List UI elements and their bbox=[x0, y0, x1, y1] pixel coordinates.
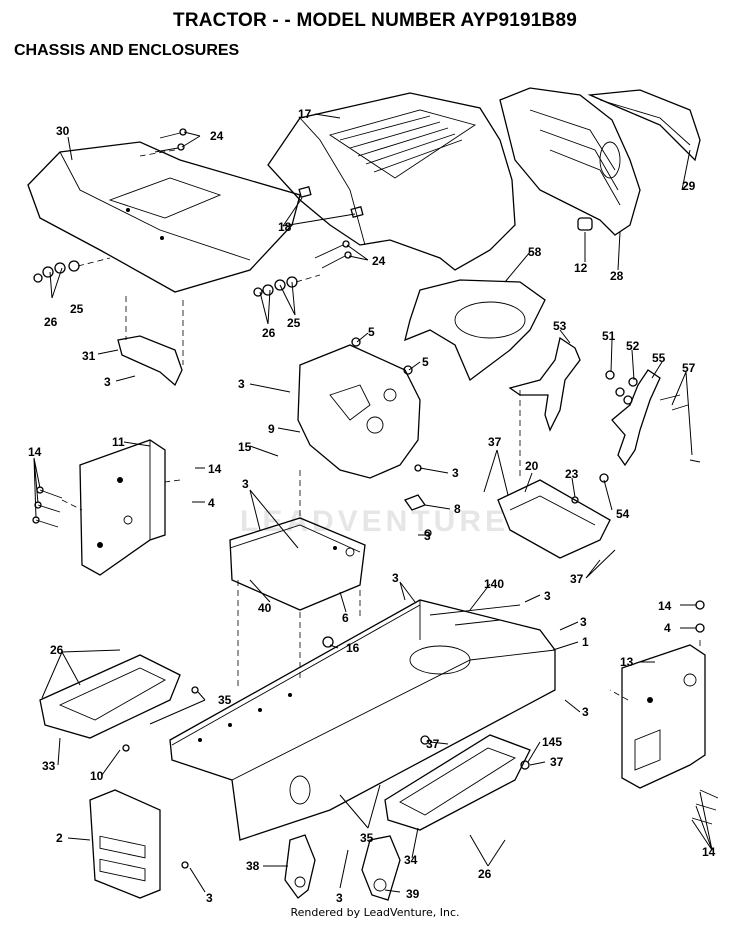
callout-26: 26 bbox=[44, 315, 58, 329]
leader-lines bbox=[33, 113, 713, 893]
callout-12: 12 bbox=[574, 261, 588, 275]
callout-14: 14 bbox=[702, 845, 716, 859]
callout-24: 24 bbox=[372, 254, 386, 268]
part-39-bracket bbox=[361, 835, 401, 901]
callout-3: 3 bbox=[238, 377, 245, 391]
part-20-bracket bbox=[497, 479, 611, 559]
callout-3: 3 bbox=[580, 615, 587, 629]
callout-145: 145 bbox=[542, 735, 562, 749]
callout-3: 3 bbox=[452, 466, 459, 480]
watermark-text: LEADVENTURE bbox=[240, 505, 510, 538]
callout-38: 38 bbox=[246, 859, 260, 873]
assembly-dashed-lines bbox=[61, 296, 701, 701]
callout-2: 2 bbox=[56, 831, 63, 845]
callout-53: 53 bbox=[553, 319, 567, 333]
screws-24-lower bbox=[314, 240, 352, 269]
callout-3: 3 bbox=[104, 375, 111, 389]
callout-3: 3 bbox=[242, 477, 249, 491]
callout-18: 18 bbox=[278, 220, 292, 234]
callout-labels: 30 24 17 29 18 24 12 28 25 26 26 25 58 5… bbox=[28, 107, 716, 905]
footer-credit: Rendered by LeadVenture, Inc. bbox=[290, 906, 460, 919]
callout-3: 3 bbox=[392, 571, 399, 585]
callout-3: 3 bbox=[424, 529, 431, 543]
callout-14: 14 bbox=[658, 599, 672, 613]
callout-24: 24 bbox=[210, 129, 224, 143]
callout-26: 26 bbox=[478, 867, 492, 881]
part-33-footrest bbox=[39, 654, 181, 739]
misc-fasteners bbox=[122, 337, 609, 869]
part-1-frame bbox=[169, 599, 556, 841]
callout-37: 37 bbox=[488, 435, 502, 449]
callout-31: 31 bbox=[82, 349, 96, 363]
screws-24-upper bbox=[154, 128, 187, 153]
callout-37: 37 bbox=[570, 572, 584, 586]
callout-51: 51 bbox=[602, 329, 616, 343]
part-34-footrest bbox=[384, 734, 531, 831]
callout-25: 25 bbox=[70, 302, 84, 316]
callout-4: 4 bbox=[664, 621, 671, 635]
part-9-dash-panel bbox=[297, 344, 421, 479]
callout-55: 55 bbox=[652, 351, 666, 365]
callout-26: 26 bbox=[50, 643, 64, 657]
callout-29: 29 bbox=[682, 179, 696, 193]
section-subtitle: CHASSIS AND ENCLOSURES bbox=[14, 42, 240, 59]
callout-3: 3 bbox=[544, 589, 551, 603]
part-58-shroud bbox=[404, 279, 546, 382]
callout-26: 26 bbox=[262, 326, 276, 340]
callout-6: 6 bbox=[342, 611, 349, 625]
callout-39: 39 bbox=[406, 887, 420, 901]
callout-14: 14 bbox=[208, 462, 222, 476]
callout-52: 52 bbox=[626, 339, 640, 353]
hardware-51-52-57 bbox=[605, 370, 701, 463]
hardware-25-26-left bbox=[33, 257, 111, 283]
callout-17: 17 bbox=[298, 107, 312, 121]
callout-37: 37 bbox=[550, 755, 564, 769]
part-6-plate bbox=[229, 517, 366, 611]
callout-3: 3 bbox=[206, 891, 213, 905]
callout-34: 34 bbox=[404, 853, 418, 867]
callout-58: 58 bbox=[528, 245, 542, 259]
part-31-bracket bbox=[117, 335, 183, 387]
part-38-bracket bbox=[284, 834, 316, 899]
callout-35: 35 bbox=[218, 693, 232, 707]
callout-1: 1 bbox=[582, 635, 589, 649]
callout-4: 4 bbox=[208, 496, 215, 510]
callout-140: 140 bbox=[484, 577, 504, 591]
callout-35: 35 bbox=[360, 831, 374, 845]
callout-3: 3 bbox=[582, 705, 589, 719]
hardware-25-26-right bbox=[253, 274, 321, 297]
callout-37: 37 bbox=[426, 737, 440, 751]
callout-10: 10 bbox=[90, 769, 104, 783]
callout-20: 20 bbox=[525, 459, 539, 473]
callout-16: 16 bbox=[346, 641, 360, 655]
part-hood bbox=[267, 92, 516, 271]
part-grille-enclosure bbox=[499, 87, 701, 236]
callout-25: 25 bbox=[287, 316, 301, 330]
callout-33: 33 bbox=[42, 759, 56, 773]
callout-15: 15 bbox=[238, 440, 252, 454]
callout-5: 5 bbox=[368, 325, 375, 339]
callout-3: 3 bbox=[336, 891, 343, 905]
callout-23: 23 bbox=[565, 467, 579, 481]
callout-9: 9 bbox=[268, 422, 275, 436]
callout-57: 57 bbox=[682, 361, 696, 375]
callout-11: 11 bbox=[112, 435, 125, 449]
callout-30: 30 bbox=[56, 124, 70, 138]
part-13-side-panel bbox=[621, 644, 706, 789]
page-title: TRACTOR - - MODEL NUMBER AYP9191B89 bbox=[173, 10, 577, 31]
callout-13: 13 bbox=[620, 655, 634, 669]
callout-54: 54 bbox=[616, 507, 630, 521]
part-dash-cover bbox=[27, 141, 301, 293]
part-12-clip bbox=[577, 217, 593, 231]
callout-14: 14 bbox=[28, 445, 42, 459]
callout-40: 40 bbox=[258, 601, 272, 615]
callout-28: 28 bbox=[610, 269, 624, 283]
callout-8: 8 bbox=[454, 502, 461, 516]
callout-5: 5 bbox=[422, 355, 429, 369]
part-53-bracket bbox=[508, 336, 581, 432]
part-11-side-panel bbox=[79, 439, 166, 576]
part-2-bracket bbox=[89, 789, 161, 899]
